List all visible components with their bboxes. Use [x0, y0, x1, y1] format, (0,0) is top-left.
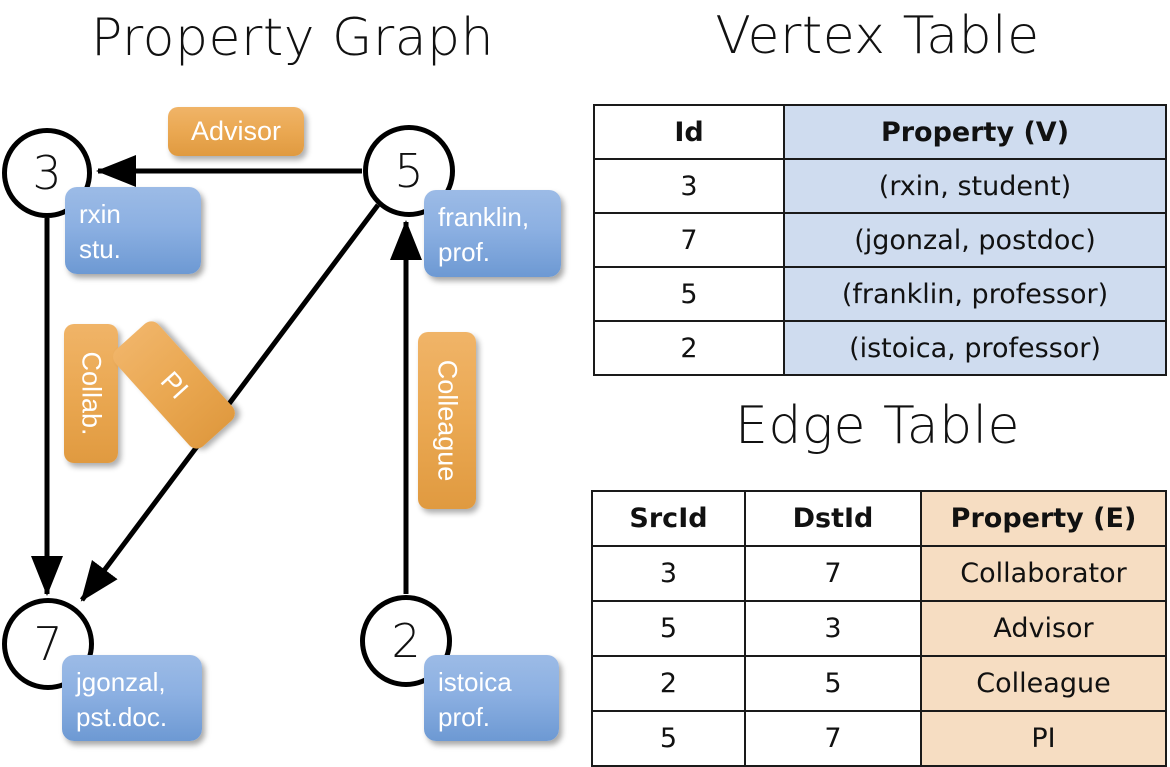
vertex-property-istoica-line2: prof. [438, 702, 491, 733]
edge-cell-dstid: 3 [744, 600, 922, 657]
vertex-property-franklin-line2: prof. [438, 237, 491, 268]
vertex-property-box-franklin: franklin, prof. [424, 190, 561, 277]
page-title-vertex-table: Vertex Table [715, 6, 1040, 66]
vertex-property-box-istoica: istoica prof. [424, 655, 559, 741]
table-row: 5 (franklin, professor) [593, 266, 1167, 322]
graph-node-2-label: 2 [391, 614, 421, 668]
vertex-cell-id: 3 [593, 158, 785, 214]
edge-cell-property: Advisor [920, 600, 1167, 657]
edge-cell-property: Colleague [920, 655, 1167, 712]
vertex-cell-id: 7 [593, 212, 785, 268]
table-row: 3 (rxin, student) [593, 158, 1167, 214]
graph-node-3-label: 3 [32, 146, 62, 200]
vertex-cell-property: (istoica, professor) [783, 320, 1167, 376]
vertex-cell-property: (jgonzal, postdoc) [783, 212, 1167, 268]
vertex-table: Id Property (V) 3 (rxin, student) 7 (jgo… [593, 104, 1167, 376]
edge-cell-property: PI [920, 710, 1167, 767]
graph-edges-layer [31, 155, 422, 602]
vertex-header-property: Property (V) [783, 104, 1167, 160]
page-title-property-graph: Property Graph [90, 8, 495, 68]
page-title-edge-table: Edge Table [734, 396, 1021, 456]
table-header-row: SrcId DstId Property (E) [591, 490, 1167, 547]
edge-cell-dstid: 7 [744, 710, 922, 767]
table-row: 7 (jgonzal, postdoc) [593, 212, 1167, 268]
vertex-property-jgonzal-line1: jgonzal, [76, 667, 166, 697]
vertex-property-box-jgonzal: jgonzal, pst.doc. [62, 655, 202, 741]
edge-header-dstid: DstId [744, 490, 922, 547]
edge-cell-srcid: 5 [591, 710, 746, 767]
edge-label-pi-text: PI [154, 365, 195, 405]
graph-node-5-label: 5 [394, 144, 424, 198]
edge-cell-srcid: 3 [591, 545, 746, 602]
edge-table: SrcId DstId Property (E) 3 7 Collaborato… [591, 490, 1167, 767]
vertex-property-jgonzal-line2: pst.doc. [76, 702, 168, 733]
graph-node-7-label: 7 [33, 617, 63, 671]
edge-label-collab: Collab. [64, 324, 118, 463]
vertex-property-rxin-line2: stu. [79, 234, 121, 265]
vertex-cell-id: 5 [593, 266, 785, 322]
edge-label-colleague: Colleague [418, 332, 476, 509]
edge-5-to-7-pi [79, 203, 381, 602]
vertex-cell-id: 2 [593, 320, 785, 376]
table-row: 5 7 PI [591, 710, 1167, 767]
edge-label-collab-text: Collab. [76, 351, 107, 436]
edge-label-advisor-text: Advisor [190, 116, 282, 146]
vertex-cell-property: (rxin, student) [783, 158, 1167, 214]
edge-label-advisor: Advisor [168, 107, 304, 156]
vertex-property-rxin-line1: rxin [79, 199, 121, 229]
table-row: 3 7 Collaborator [591, 545, 1167, 602]
vertex-cell-property: (franklin, professor) [783, 266, 1167, 322]
graph-node-5[interactable]: 5 [363, 125, 455, 217]
edge-cell-srcid: 2 [591, 655, 746, 712]
table-row: 2 5 Colleague [591, 655, 1167, 712]
edge-header-srcid: SrcId [591, 490, 746, 547]
vertex-property-box-rxin: rxin stu. [65, 187, 201, 274]
edge-cell-srcid: 5 [591, 600, 746, 657]
vertex-property-franklin-line1: franklin, [438, 202, 530, 232]
vertex-property-istoica-line1: istoica [438, 667, 512, 697]
edge-cell-dstid: 7 [744, 545, 922, 602]
vertex-header-id: Id [593, 104, 785, 160]
table-header-row: Id Property (V) [593, 104, 1167, 160]
edge-label-colleague-text: Colleague [432, 359, 463, 482]
table-row: 5 3 Advisor [591, 600, 1167, 657]
edge-header-property: Property (E) [920, 490, 1167, 547]
property-graph-diagram: Advisor Collab. PI Colleague 3 5 7 2 rxi… [0, 0, 585, 760]
edge-cell-property: Collaborator [920, 545, 1167, 602]
table-row: 2 (istoica, professor) [593, 320, 1167, 376]
edge-cell-dstid: 5 [744, 655, 922, 712]
graph-node-2[interactable]: 2 [360, 595, 452, 687]
